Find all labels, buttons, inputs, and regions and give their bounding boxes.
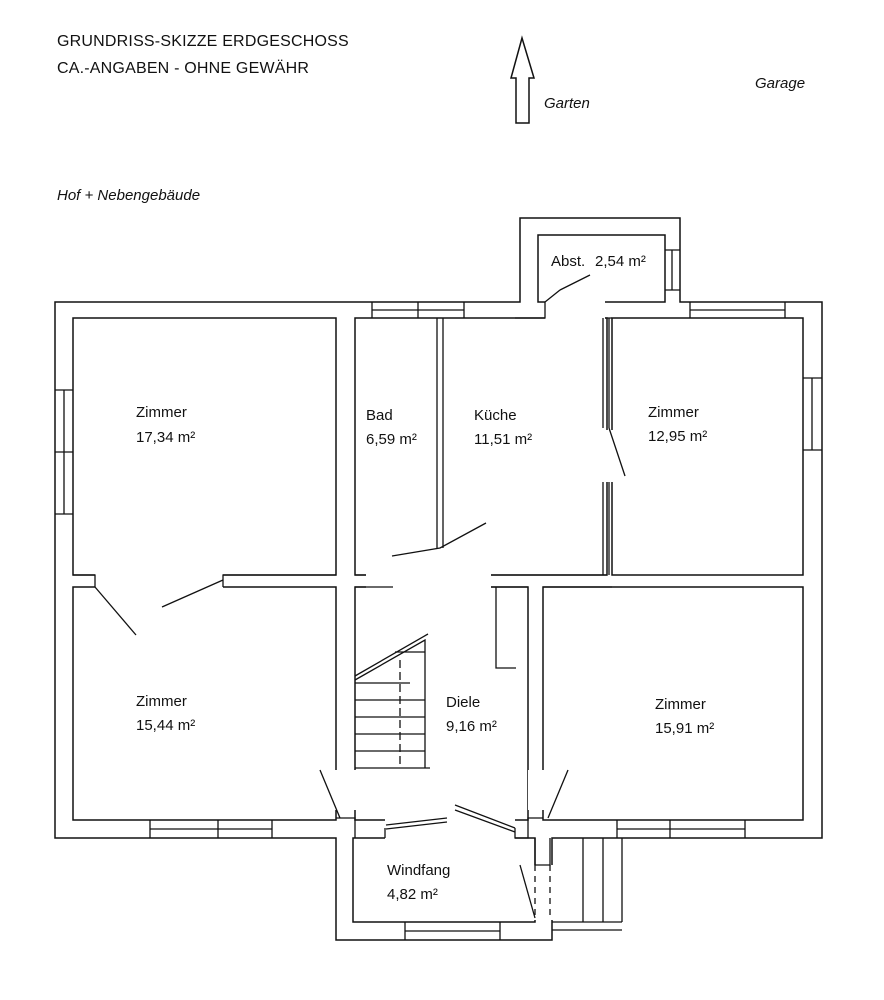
window <box>149 820 273 838</box>
kitchen-counter <box>495 587 516 669</box>
outside-steps <box>552 838 623 931</box>
garage-label: Garage <box>755 75 806 92</box>
room-area: 12,95 m² <box>648 428 707 445</box>
staircase <box>354 633 429 768</box>
room-name: Zimmer <box>136 404 187 421</box>
stair-treads <box>355 651 430 769</box>
plan-title: GRUNDRISS-SKIZZE ERDGESCHOSS <box>57 33 349 50</box>
room-name: Zimmer <box>136 693 187 710</box>
room-zimmer-bottom-right <box>542 586 804 821</box>
room-name: Küche <box>474 407 517 424</box>
room-zimmer-top-right <box>611 317 804 576</box>
plan-disclaimer: CA.-ANGABEN - OHNE GEWÄHR <box>57 60 310 77</box>
window <box>616 820 746 838</box>
door-leaf <box>385 817 448 830</box>
window <box>689 302 786 318</box>
door-swing <box>391 522 487 557</box>
door-swing <box>547 769 569 819</box>
doorway-openings <box>95 290 616 920</box>
wall-segment <box>336 817 543 839</box>
room-area: 4,82 m² <box>387 886 438 903</box>
door-swing <box>319 769 341 819</box>
door-swing <box>161 579 224 608</box>
room-area: 9,16 m² <box>446 718 497 735</box>
door-swing <box>544 274 591 303</box>
room-zimmer-top-left <box>72 317 337 576</box>
room-windfang <box>352 837 536 923</box>
yard-label: Hof + Nebengebäude <box>57 187 201 204</box>
partition-wall <box>436 318 444 548</box>
room-area: 6,59 m² <box>366 431 417 448</box>
wall-segment <box>355 574 612 588</box>
room-name: Zimmer <box>655 696 706 713</box>
room-area: 15,44 m² <box>136 717 195 734</box>
room-area: 11,51 m² <box>474 431 532 448</box>
window <box>404 922 501 940</box>
window <box>803 377 822 451</box>
wall-segment <box>534 838 551 866</box>
window <box>55 389 73 515</box>
room-zimmer-bottom-left <box>72 586 337 821</box>
room-area: 17,34 m² <box>136 429 195 446</box>
room-name: Zimmer <box>648 404 699 421</box>
arrow-up-icon <box>510 35 536 124</box>
room-name: Windfang <box>387 862 450 879</box>
door-swing <box>519 864 536 919</box>
room-name: Bad <box>366 407 393 424</box>
room-labels: Zimmer 17,34 m² Bad 6,59 m² Küche 11,51 … <box>136 253 714 903</box>
door-swing <box>94 586 137 636</box>
partition-wall <box>602 318 610 575</box>
door-leaf <box>454 804 516 833</box>
garden-label: Garten <box>544 95 590 112</box>
outer-wall <box>54 217 823 941</box>
window <box>665 249 680 291</box>
room-name: Abst. <box>551 253 585 270</box>
dashed-wall <box>534 865 551 918</box>
room-area: 2,54 m² <box>595 253 646 270</box>
room-name: Diele <box>446 694 480 711</box>
door-swing <box>608 427 626 477</box>
window <box>371 302 465 318</box>
room-area: 15,91 m² <box>655 720 714 737</box>
wall-segment <box>73 574 336 587</box>
room-diele <box>354 586 529 821</box>
